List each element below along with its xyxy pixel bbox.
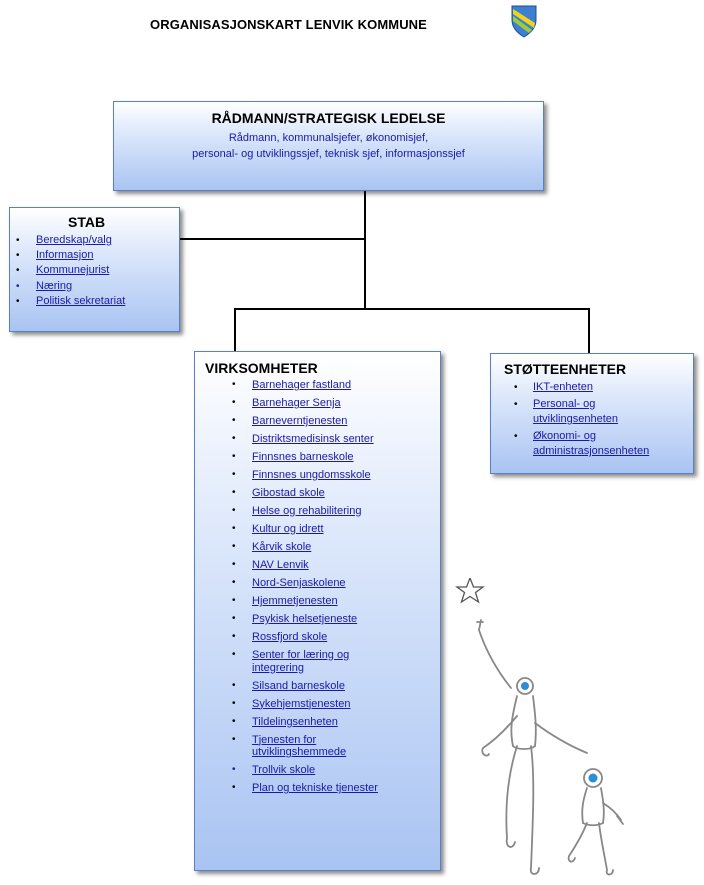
virksomhet-link[interactable]: Plan og tekniske tjenester [252, 782, 378, 794]
list-item: Informasjon [10, 249, 179, 263]
list-item: Beredskap/valg [10, 234, 179, 248]
virksomhet-link[interactable]: Nord-Senjaskolene [252, 577, 346, 589]
virksomhet-link[interactable]: Tjenesten for utviklingshemmede [252, 733, 347, 759]
stotteenhet-link[interactable]: Økonomi- og administrasjonsenheten [533, 429, 650, 458]
list-item: Gibostad skole [195, 487, 440, 500]
stotteenheter-heading: STØTTEENHETER [504, 361, 627, 377]
stotteenheter-box: STØTTEENHETER IKT-enheten Personal- og u… [490, 353, 694, 474]
stab-link-kommunejurist[interactable]: Kommunejurist [36, 264, 110, 277]
virksomhet-link[interactable]: Distriktsmedisinsk senter [252, 433, 374, 445]
star-outline-icon [455, 578, 485, 604]
stab-link-informasjon[interactable]: Informasjon [36, 249, 94, 262]
virksomhet-link[interactable]: Rossfjord skole [252, 631, 328, 643]
connector-stotteenheter [588, 308, 590, 353]
connector-horizontal-bottom [234, 308, 590, 310]
municipal-crest-icon [511, 5, 537, 38]
list-item: Tildelingsenheten [195, 716, 440, 729]
virksomheter-list: Barnehager fastland Barnehager Senja Bar… [195, 379, 440, 795]
virksomhet-link[interactable]: Helse og rehabilitering [252, 505, 362, 517]
leadership-heading: RÅDMANN/STRATEGISK LEDELSE [211, 110, 446, 126]
virksomhet-link[interactable]: Tildelingsenheten [252, 715, 338, 728]
virksomhet-link[interactable]: Kårvik skole [252, 541, 312, 553]
virksomhet-link[interactable]: Hjemmetjenesten [252, 595, 338, 607]
list-item: Helse og rehabilitering [195, 505, 440, 518]
list-item: Tjenesten for utviklingshemmede [195, 734, 382, 759]
stotteenhet-link[interactable]: Personal- og utviklingsenheten [533, 397, 619, 426]
stab-heading: STAB [68, 214, 106, 230]
connector-stab [180, 238, 365, 240]
virksomhet-link[interactable]: Finnsnes barneskole [252, 451, 354, 463]
list-item: Kårvik skole [195, 541, 440, 554]
list-item: Barnehager fastland [195, 379, 440, 392]
virksomhet-link[interactable]: Barnehager Senja [252, 397, 341, 409]
list-item: Finnsnes ungdomsskole [195, 469, 440, 482]
list-item: Kommunejurist [10, 264, 179, 278]
stab-link-naering[interactable]: Næring [36, 279, 73, 292]
list-item: Rossfjord skole [195, 631, 440, 644]
virksomhet-link[interactable]: Sykehjemstjenesten [252, 697, 351, 710]
virksomhet-link[interactable]: Psykisk helsetjeneste [252, 613, 358, 625]
list-item: Finnsnes barneskole [195, 451, 440, 464]
list-item: Kultur og idrett [195, 523, 440, 536]
list-item: Sykehjemstjenesten [195, 698, 440, 711]
list-item: Silsand barneskole [195, 680, 440, 693]
virksomheter-box: VIRKSOMHETER Barnehager fastland Barneha… [194, 351, 441, 871]
stab-box: STAB Beredskap/valg Informasjon Kommunej… [9, 207, 180, 332]
list-item: Senter for læring og integrering [195, 649, 392, 674]
list-item: NAV Lenvik [195, 559, 440, 572]
list-item: Trollvik skole [195, 764, 440, 777]
stab-link-beredskap[interactable]: Beredskap/valg [36, 234, 112, 246]
virksomhet-link[interactable]: Barnehager fastland [252, 379, 352, 391]
list-item: Næring [10, 280, 179, 294]
virksomhet-link[interactable]: Gibostad skole [252, 487, 325, 499]
virksomhet-link[interactable]: Kultur og idrett [252, 523, 324, 535]
list-item: Psykisk helsetjeneste [195, 613, 440, 626]
list-item: Politisk sekretariat [10, 295, 179, 309]
virksomhet-link[interactable]: Barneverntjenesten [252, 415, 348, 427]
list-item: Personal- og utviklingsenheten [491, 397, 643, 428]
leadership-roles-line-1: Rådmann, kommunalsjefer, økonomisjef, [228, 132, 429, 144]
list-item: Barnehager Senja [195, 397, 440, 410]
virksomhet-link[interactable]: Trollvik skole [252, 764, 316, 776]
reaching-figures-illustration [455, 578, 624, 876]
list-item: IKT-enheten [491, 380, 693, 396]
list-item: Nord-Senjaskolene [195, 577, 440, 590]
virksomheter-heading: VIRKSOMHETER [205, 360, 318, 376]
stotteenheter-list: IKT-enheten Personal- og utviklingsenhet… [491, 380, 693, 460]
page-title: ORGANISASJONSKART LENVIK KOMMUNE [150, 17, 427, 32]
list-item: Hjemmetjenesten [195, 595, 440, 608]
connector-virksomheter [234, 308, 236, 351]
list-item: Plan og tekniske tjenester [195, 782, 440, 795]
virksomhet-link[interactable]: Finnsnes ungdomsskole [252, 469, 371, 481]
leadership-box: RÅDMANN/STRATEGISK LEDELSE Rådmann, komm… [113, 101, 544, 191]
list-item: Økonomi- og administrasjonsenheten [491, 429, 683, 460]
stotteenhet-link[interactable]: IKT-enheten [533, 381, 593, 393]
virksomhet-link[interactable]: Senter for læring og integrering [252, 649, 350, 674]
virksomhet-link[interactable]: NAV Lenvik [252, 559, 309, 571]
stab-list: Beredskap/valg Informasjon Kommunejurist… [10, 234, 179, 308]
virksomhet-link[interactable]: Silsand barneskole [252, 679, 345, 692]
connector-vertical-main [364, 191, 366, 309]
list-item: Distriktsmedisinsk senter [195, 433, 440, 446]
stab-link-politisk-sekretariat[interactable]: Politisk sekretariat [36, 294, 126, 307]
leadership-roles-line-2: personal- og utviklingssjef, teknisk sje… [192, 148, 465, 160]
list-item: Barneverntjenesten [195, 415, 440, 428]
